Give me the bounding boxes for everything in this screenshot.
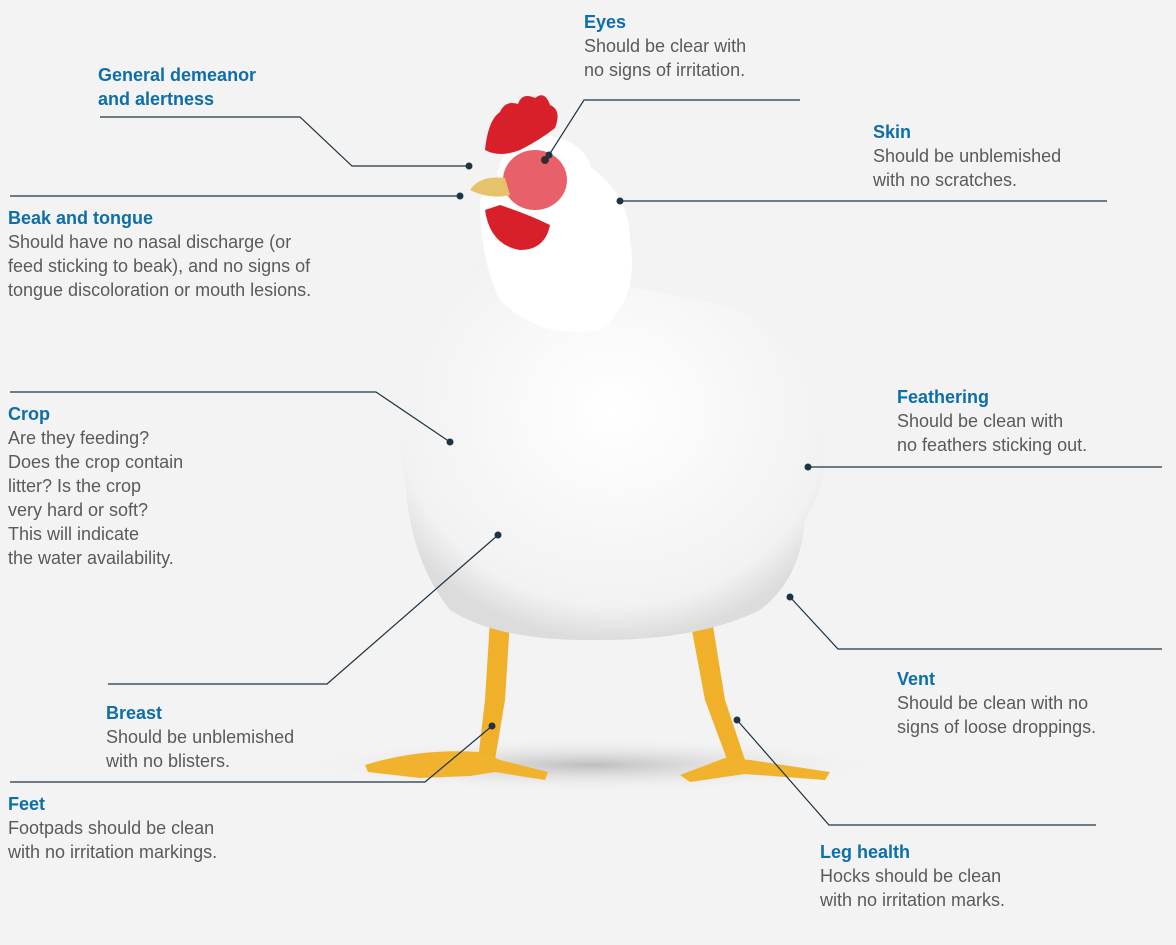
dot-vent [786,593,794,601]
label-breast: Breast Should be unblemished with no bli… [106,701,294,773]
dot-breast [494,531,502,539]
feathering-title: Feathering [897,387,990,407]
crop-desc-line: litter? Is the crop [8,476,142,496]
demeanor-title-line: General demeanor [98,65,257,85]
label-vent: Vent Should be clean with no signs of lo… [897,667,1096,739]
beak-desc-line: Should have no nasal discharge (or [8,232,292,252]
right-foot [680,758,830,782]
right-leg [690,620,745,762]
breast-desc-line: Should be unblemished [106,727,295,747]
eyes-title: Eyes [584,12,627,32]
label-leg: Leg health Hocks should be clean with no… [820,840,1005,912]
demeanor-title-line: and alertness [98,89,215,109]
skin-desc-line: Should be unblemished [873,146,1062,166]
dot-crop [446,438,454,446]
dot-eyes [545,151,553,159]
breast-title: Breast [106,703,163,723]
skin-desc-line: with no scratches. [873,170,1018,190]
leader-demeanor [100,116,469,167]
leader-breast [108,534,499,685]
face [503,150,567,210]
crop-title: Crop [8,404,50,424]
beak-desc-line: feed sticking to beak), and no signs of [8,256,311,276]
feet-title: Feet [8,794,46,814]
crop-desc: Are they feeding? Does the crop contain … [8,426,183,570]
skin-desc: Should be unblemished with no scratches. [873,144,1061,192]
leader-dots [446,151,812,730]
beak-title: Beak and tongue [8,208,154,228]
feathering-desc: Should be clean with no feathers stickin… [897,409,1087,457]
label-eyes: Eyes Should be clear with no signs of ir… [584,10,746,82]
leader-leg [736,719,1096,826]
label-skin: Skin Should be unblemished with no scrat… [873,120,1061,192]
feet-desc: Footpads should be clean with no irritat… [8,816,217,864]
label-feathering: Feathering Should be clean with no feath… [897,385,1087,457]
leg-desc: Hocks should be clean with no irritation… [820,864,1005,912]
leg-desc-line: Hocks should be clean [820,866,1002,886]
beak-desc: Should have no nasal discharge (or feed … [8,230,311,302]
dot-skin [616,197,624,205]
label-demeanor: General demeanor and alertness [98,63,256,111]
vent-desc: Should be clean with no signs of loose d… [897,691,1096,739]
vent-title: Vent [897,669,936,689]
crop-desc-line: the water availability. [8,548,174,568]
dot-leg [733,716,741,724]
beak [470,177,510,197]
dot-feathering [804,463,812,471]
beak-desc-line: tongue discoloration or mouth lesions. [8,280,312,300]
crop-desc-line: Does the crop contain [8,452,184,472]
eyes-desc-line: Should be clear with [584,36,747,56]
breast-desc: Should be unblemished with no blisters. [106,725,294,773]
crop-desc-line: very hard or soft? [8,500,149,520]
left-foot [365,751,548,780]
skin-title: Skin [873,122,912,142]
dot-beak [456,192,464,200]
dot-demeanor [465,162,473,170]
left-leg [478,620,510,760]
leg-title: Leg health [820,842,911,862]
leader-eyes [548,99,800,156]
leader-vent [789,596,1162,650]
label-crop: Crop Are they feeding? Does the crop con… [8,402,183,570]
crop-desc-line: Are they feeding? [8,428,150,448]
feet-desc-line: with no irritation markings. [8,842,218,862]
eyes-desc-line: no signs of irritation. [584,60,746,80]
feet-desc-line: Footpads should be clean [8,818,215,838]
eye [541,156,549,164]
leader-crop [10,391,451,443]
chicken-image [365,95,830,782]
vent-desc-line: Should be clean with no [897,693,1089,713]
feathering-desc-line: Should be clean with [897,411,1064,431]
comb [485,95,558,154]
leg-desc-line: with no irritation marks. [820,890,1006,910]
label-feet: Feet Footpads should be clean with no ir… [8,792,217,864]
feathering-desc-line: no feathers sticking out. [897,435,1088,455]
label-beak: Beak and tongue Should have no nasal dis… [8,206,311,302]
eyes-desc: Should be clear with no signs of irritat… [584,34,746,82]
leader-feet [10,725,493,783]
crop-desc-line: This will indicate [8,524,140,544]
wattle [485,205,550,250]
breast-desc-line: with no blisters. [106,751,231,771]
leader-lines [10,99,1162,826]
dot-feet [488,722,496,730]
body [402,256,825,641]
vent-desc-line: signs of loose droppings. [897,717,1097,737]
